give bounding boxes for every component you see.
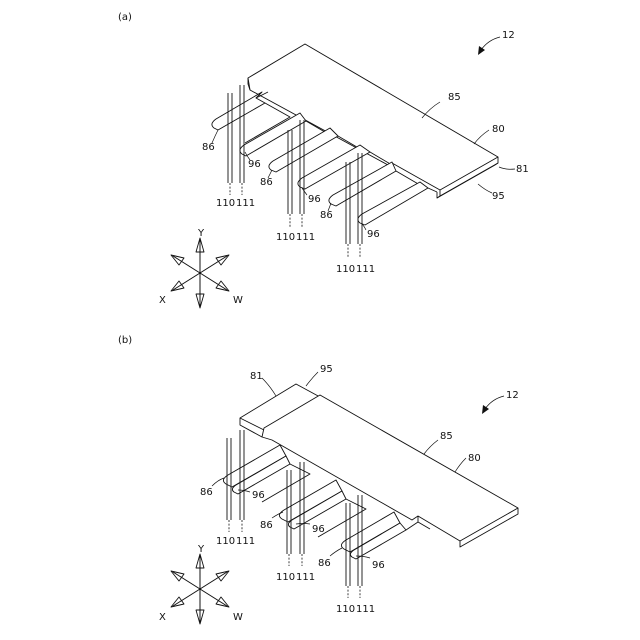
axis-x-b: X (159, 612, 166, 623)
axis-w-a: W (233, 295, 243, 306)
label-110-a3: 110 (336, 264, 355, 275)
label-111-a1: 111 (236, 198, 255, 209)
assembly-arrow-b (482, 396, 504, 414)
label-80-b: 80 (468, 453, 481, 464)
axis-x-a: X (159, 295, 166, 306)
label-96-b3: 96 (372, 560, 385, 571)
label-95-a: 95 (492, 191, 505, 202)
label-110-b3: 110 (336, 604, 355, 615)
label-96-a3: 96 (367, 229, 380, 240)
label-86-b3: 86 (318, 558, 331, 569)
axis-y-b: Y (197, 544, 205, 555)
panel-label-a: (a) (118, 12, 132, 23)
axis-indicator-a (171, 238, 229, 308)
axis-y-a: Y (197, 228, 205, 239)
figure-b: (b) (118, 335, 519, 624)
label-111-b1: 111 (236, 536, 255, 547)
label-96-a1: 96 (248, 159, 261, 170)
label-81-b: 81 (250, 371, 263, 382)
label-85-a: 85 (448, 92, 461, 103)
label-110-b1: 110 (216, 536, 235, 547)
assembly-ref-a: 12 (502, 30, 515, 41)
label-86-b1: 86 (200, 487, 213, 498)
assembly-arrow-a (478, 37, 500, 55)
label-86-a1: 86 (202, 142, 215, 153)
label-85-b: 85 (440, 431, 453, 442)
label-110-b2: 110 (276, 572, 295, 583)
axis-w-b: W (233, 612, 243, 623)
assembly-ref-b: 12 (506, 390, 519, 401)
label-111-a2: 111 (296, 232, 315, 243)
label-111-b2: 111 (296, 572, 315, 583)
label-110-a2: 110 (276, 232, 295, 243)
figure-a: (a) (118, 12, 529, 308)
panel-label-b: (b) (118, 335, 132, 346)
label-111-b3: 111 (356, 604, 375, 615)
label-110-a1: 110 (216, 198, 235, 209)
label-96-a2: 96 (308, 194, 321, 205)
label-86-b2: 86 (260, 520, 273, 531)
label-111-a3: 111 (356, 264, 375, 275)
label-80-a: 80 (492, 124, 505, 135)
label-96-b1: 96 (252, 490, 265, 501)
label-86-a2: 86 (260, 177, 273, 188)
label-81-a: 81 (516, 164, 529, 175)
axis-indicator-b (171, 554, 229, 624)
label-95-b: 95 (320, 364, 333, 375)
label-86-a3: 86 (320, 210, 333, 221)
label-96-b2: 96 (312, 524, 325, 535)
